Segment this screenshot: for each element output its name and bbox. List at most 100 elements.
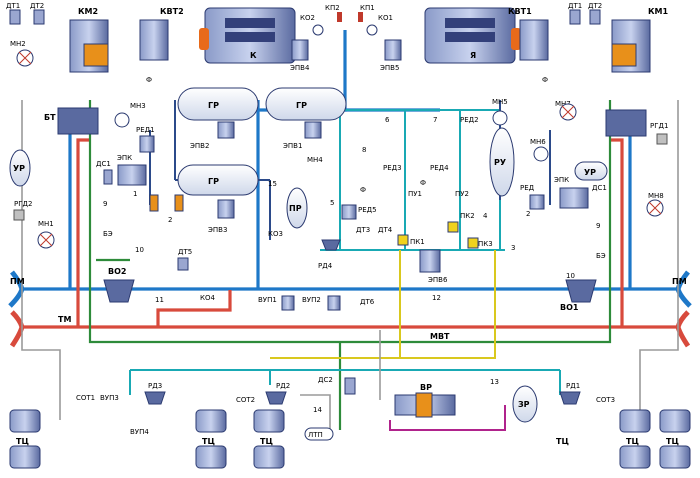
label-gr2: ГР xyxy=(296,101,307,110)
label-rgd1: РГД1 xyxy=(650,122,668,130)
label-tc4: ТЦ xyxy=(626,437,639,446)
label-vo1: ВО1 xyxy=(560,303,579,312)
label-dt5: ДТ5 xyxy=(178,248,192,256)
left-mid-devices: МН3 РЕД1 ЭПК ДС1 РГД2 МН1 9 1 2 10 БЭ xyxy=(13,102,184,254)
label-f-left: Ф xyxy=(146,76,152,84)
label-tc6: ТЦ xyxy=(556,437,569,446)
bottom-devices: СОТ1 ВУП3 ВУП4 РД3 СОТ2 РД2 ДС2 14 ЛТП В… xyxy=(76,376,615,441)
label-4: 4 xyxy=(483,212,488,220)
gray-lines xyxy=(21,100,679,440)
left-top-devices: ДТ1 ДТ2 КМ2 КВТ2 Ф МН2 БТ УР xyxy=(6,2,184,187)
label-red-right: РЕД xyxy=(520,184,535,192)
label-tm: ТМ xyxy=(58,315,71,324)
label-bt: БТ xyxy=(44,113,56,122)
label-9-left: 9 xyxy=(103,200,107,208)
label-vo2: ВО2 xyxy=(108,267,126,276)
label-mn2: МН2 xyxy=(10,40,26,48)
label-pu2: ПУ2 xyxy=(455,190,469,198)
top-valves: КО2 КП2 КП1 КО1 ЭПВ4 ЭПВ5 xyxy=(290,4,402,72)
label-6: 6 xyxy=(385,116,390,124)
label-km2: КМ2 xyxy=(78,7,98,16)
label-pu1: ПУ1 xyxy=(408,190,422,198)
label-mn8: МН8 xyxy=(648,192,664,200)
label-kvt2: КВТ2 xyxy=(160,7,184,16)
label-rd2: РД2 xyxy=(276,382,290,390)
label-vr: ВР xyxy=(420,383,432,392)
label-be-left: БЭ xyxy=(103,230,113,238)
label-7: 7 xyxy=(433,116,437,124)
label-epk-left: ЭПК xyxy=(117,154,132,162)
label-tc3: ТЦ xyxy=(260,437,273,446)
label-12: 12 xyxy=(432,294,441,302)
label-mn6: МН6 xyxy=(530,138,546,146)
label-mvt: МВТ xyxy=(430,332,450,341)
label-mn5: МН5 xyxy=(492,98,508,106)
magenta-line xyxy=(389,405,506,431)
label-pr: ПР xyxy=(289,204,302,213)
label-15: 15 xyxy=(268,180,277,188)
label-rgd2: РГД2 xyxy=(14,200,32,208)
label-9-right: 9 xyxy=(596,222,600,230)
label-kp2: КП2 xyxy=(325,4,340,12)
compressor-k: К xyxy=(199,7,296,64)
label-vup1: ВУП1 xyxy=(258,296,277,304)
label-gr3: ГР xyxy=(208,177,219,186)
main-reservoirs: ГР ГР ГР ЭПВ2 ЭПВ1 ЭПВ3 15 КО3 МН4 ПР 5 … xyxy=(177,87,377,238)
label-ko2: КО2 xyxy=(300,14,315,22)
label-dt3: ДТ3 xyxy=(356,226,370,234)
brake-line xyxy=(9,138,691,348)
label-vup4: ВУП4 xyxy=(130,428,149,436)
label-10-left: 10 xyxy=(135,246,144,254)
label-rd1: РД1 xyxy=(566,382,580,390)
center-devices: 8 Ф РЕД3 Ф ПУ1 ДТ3 ДТ4 ПК1 РД4 6 7 РЕД2 … xyxy=(318,98,515,284)
label-10-right: 10 xyxy=(566,272,575,280)
label-ds1-left: ДС1 xyxy=(96,160,111,168)
label-dt2-left: ДТ2 xyxy=(30,2,44,10)
label-kp1: КП1 xyxy=(360,4,375,12)
label-epv3: ЭПВ3 xyxy=(208,226,227,234)
label-ko3: КО3 xyxy=(268,230,283,238)
green-lines xyxy=(88,100,612,430)
label-tc5: ТЦ xyxy=(666,437,679,446)
label-dt1-right: ДТ1 xyxy=(568,2,582,10)
label-red5: РЕД5 xyxy=(358,206,377,214)
label-ltp: ЛТП xyxy=(308,431,323,439)
label-k: К xyxy=(250,51,257,60)
label-13: 13 xyxy=(490,378,499,386)
label-epv1: ЭПВ1 xyxy=(283,142,302,150)
label-ko4: КО4 xyxy=(200,294,215,302)
label-vup3: ВУП3 xyxy=(100,394,119,402)
label-rd4: РД4 xyxy=(318,262,333,270)
label-epv5: ЭПВ5 xyxy=(380,64,399,72)
label-vup2: ВУП2 xyxy=(302,296,321,304)
label-dt6: ДТ6 xyxy=(360,298,375,306)
label-sot2: СОТ2 xyxy=(236,396,255,404)
label-pk1: ПК1 xyxy=(410,238,425,246)
label-mn7: МН7 xyxy=(555,100,571,108)
label-5: 5 xyxy=(330,199,334,207)
label-f-b: Ф xyxy=(420,179,426,187)
label-tc2: ТЦ xyxy=(202,437,215,446)
right-top-devices: КВТ1 ДТ1 ДТ2 КМ1 Ф МН7 РГД1 МН6 УР ЭПК Д… xyxy=(508,2,669,280)
label-2-right: 2 xyxy=(526,210,530,218)
label-sot3: СОТ3 xyxy=(596,396,615,404)
label-dt4: ДТ4 xyxy=(378,226,393,234)
label-ya: Я xyxy=(470,51,476,60)
label-ko1: КО1 xyxy=(378,14,393,22)
label-2-left: 2 xyxy=(168,216,172,224)
label-1: 1 xyxy=(133,190,137,198)
label-epv2: ЭПВ2 xyxy=(190,142,209,150)
label-rd3: РД3 xyxy=(148,382,162,390)
label-14: 14 xyxy=(313,406,322,414)
label-ru: РУ xyxy=(494,158,506,167)
label-mn1: МН1 xyxy=(38,220,54,228)
label-pk3: ПК3 xyxy=(478,240,493,248)
label-ds2: ДС2 xyxy=(318,376,333,384)
label-epv4: ЭПВ4 xyxy=(290,64,310,72)
label-pk2: ПК2 xyxy=(460,212,475,220)
label-red1: РЕД1 xyxy=(136,126,155,134)
label-epk-right: ЭПК xyxy=(554,176,569,184)
label-gr1: ГР xyxy=(208,101,219,110)
label-8: 8 xyxy=(362,146,366,154)
